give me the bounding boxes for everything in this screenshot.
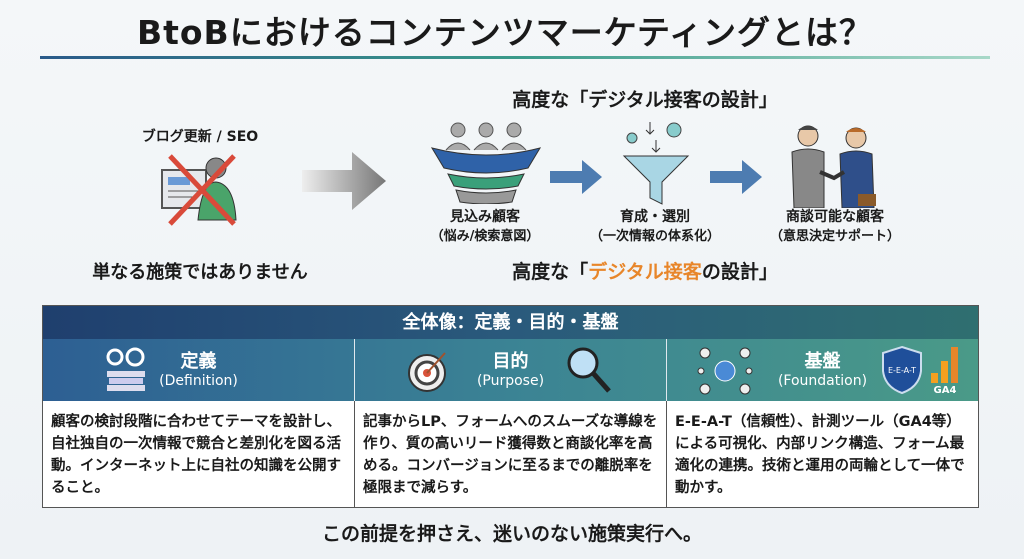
blog-writer-crossed-icon (161, 154, 237, 226)
foundation-text: E-E-A-T（信頼性）、計測ツール（GA4等）による可視化、内部リンク構造、フ… (675, 414, 965, 496)
svg-text:E-E-A-T: E-E-A-T (888, 366, 916, 375)
magnifier-icon (567, 347, 611, 393)
column-definition: 定義 (Definition) (43, 339, 355, 401)
funnel-prospects-icon (430, 122, 542, 204)
filter-funnel-icon (622, 122, 690, 205)
gears-books-icon (106, 347, 145, 391)
target-icon (408, 352, 446, 392)
overview-table: 全体像：定義・目的・基盤 定義 (Definition) 目的 (Purpose… (42, 305, 979, 508)
column-title: 目的 (492, 351, 529, 372)
handshake-icon (791, 125, 876, 208)
title-underline (40, 56, 990, 59)
left-caption: 単なる施策ではありません (92, 262, 308, 283)
column-en: (Definition) (159, 373, 238, 389)
column-en: (Foundation) (777, 373, 868, 389)
flow-step-title: 見込み顧客 (450, 209, 520, 225)
flow-step-title: 育成・選別 (620, 209, 690, 225)
flow-arrow-icon (710, 160, 762, 194)
column-en: (Purpose) (476, 373, 545, 389)
eeat-shield-icon: E-E-A-T (882, 345, 922, 395)
table-header: 全体像：定義・目的・基盤 (43, 306, 978, 339)
flow-step-2: 育成・選別 （一次情報の体系化） (580, 208, 730, 246)
flow-step-3: 商談可能な顧客 （意思決定サポート） (760, 208, 910, 246)
bottom-heading: 高度な「デジタル接客の設計」 (512, 261, 778, 283)
highlight-text: デジタル接客 (588, 261, 702, 283)
column-purpose: 目的 (Purpose) (355, 339, 667, 401)
left-label: ブログ更新 / SEO (141, 129, 259, 145)
top-heading: 高度な「デジタル接客の設計」 (512, 89, 778, 111)
flow-step-sub: （意思決定サポート） (769, 229, 900, 244)
ga4-icon: GA4 (931, 347, 958, 395)
flow-arrow-icon (550, 160, 602, 194)
definition-text: 顧客の検討段階に合わせてテーマを設計し、自社独自の一次情報で競合と差別化を図る活… (43, 401, 355, 507)
page-title: BtoBにおけるコンテンツマーケティングとは？ (136, 13, 874, 52)
footer-message: この前提を押さえ、迷いのない施策実行へ。 (321, 523, 702, 545)
svg-text:GA4: GA4 (934, 385, 957, 395)
flow-step-1: 見込み顧客 （悩み/検索意図） (415, 208, 555, 246)
column-title: 定義 (180, 351, 217, 372)
flow-step-sub: （一次情報の体系化） (589, 229, 720, 244)
flow-step-sub: （悩み/検索意図） (430, 229, 540, 244)
column-title: 基盤 (804, 351, 841, 372)
purpose-text: 記事からLP、フォームへのスムーズな導線を作り、質の高いリード獲得数と商談化率を… (355, 401, 667, 507)
column-foundation: E-E-A-T GA4 基盤 (Foundation) (667, 339, 978, 401)
big-arrow-icon (302, 152, 386, 210)
flow-step-title: 商談可能な顧客 (786, 209, 884, 225)
network-people-icon (697, 347, 753, 395)
